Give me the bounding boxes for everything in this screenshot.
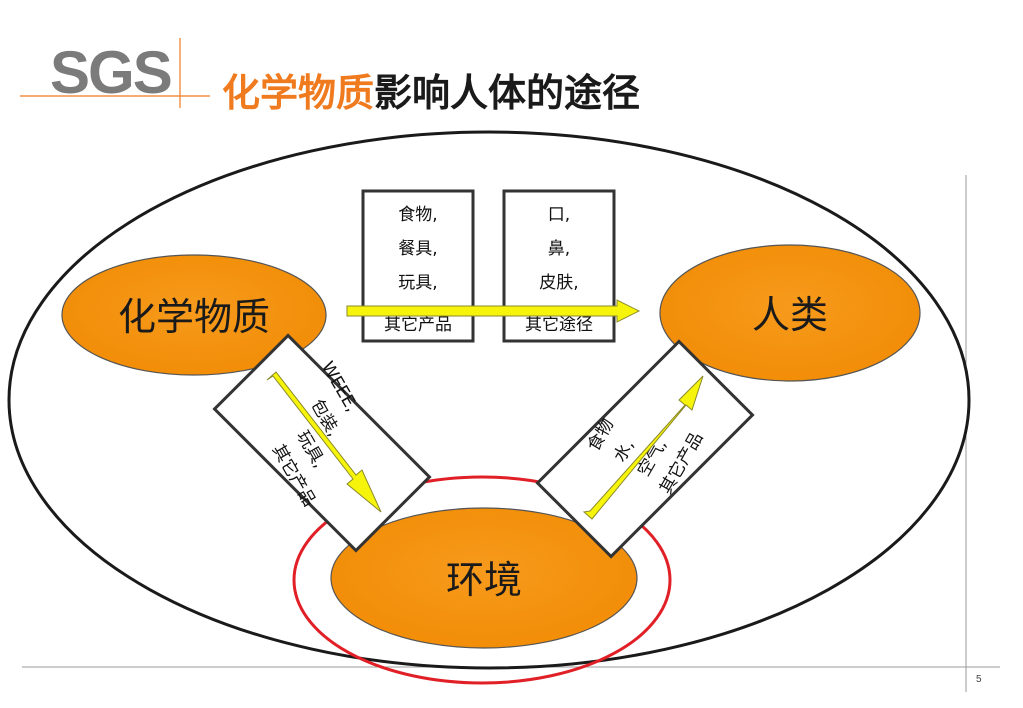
page-number: 5 <box>976 674 982 685</box>
exposure-route-item: 其它途径 <box>525 315 593 335</box>
exposure-source-item: 食物, <box>398 205 437 225</box>
exposure-route-item: 口, <box>548 205 570 225</box>
sgs-logo-text: SGS <box>50 39 171 106</box>
exposure-source-box: 食物, 餐具, 玩具, 其它产品 <box>361 189 475 343</box>
node-environment-label: 环境 <box>446 558 522 602</box>
sgs-logo: SGS <box>20 38 210 108</box>
exposure-route-box: 口, 鼻, 皮肤, 其它途径 <box>502 189 616 343</box>
release-box <box>212 333 432 553</box>
arrow-chemical-to-human <box>346 299 641 323</box>
release-box-text: WEEE, 包装, 玩具, 其它产品 <box>268 358 362 510</box>
arrow-environment-to-human <box>582 375 704 520</box>
exposure-route-item: 皮肤, <box>539 273 578 293</box>
title-highlight: 化学物质 <box>222 71 374 115</box>
exposure-route-item: 鼻, <box>548 239 570 259</box>
node-human: 人类 <box>659 244 921 382</box>
arrow-chemical-to-environment <box>266 371 382 513</box>
slide-title: 化学物质影响人体的途径 <box>222 71 640 115</box>
exposure-source-item: 其它产品 <box>384 315 452 335</box>
exposure-source-item: 餐具, <box>398 239 437 259</box>
exposure-source-item: 玩具, <box>398 273 437 293</box>
environment-highlight-ring <box>292 475 672 685</box>
node-human-label: 人类 <box>752 293 828 337</box>
node-chemical-label: 化学物质 <box>118 295 270 339</box>
node-chemical: 化学物质 <box>61 254 327 376</box>
title-rest: 影响人体的途径 <box>374 71 640 115</box>
node-environment: 环境 <box>330 507 638 649</box>
